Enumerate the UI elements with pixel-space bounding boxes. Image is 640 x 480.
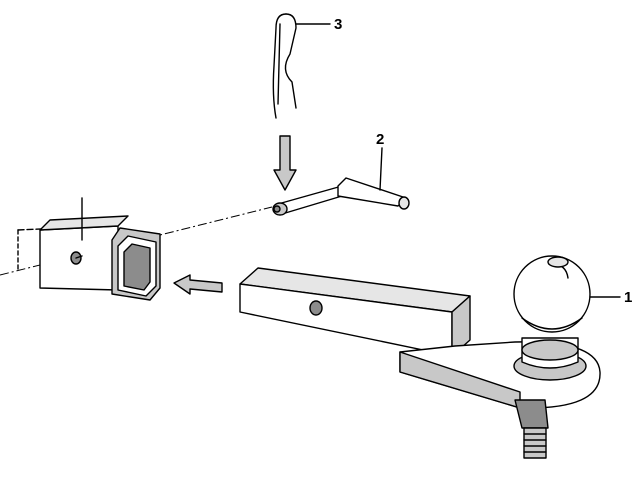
callout-1: 1 bbox=[624, 289, 632, 306]
callout-3: 3 bbox=[334, 16, 342, 33]
receiver-tube bbox=[17, 197, 161, 301]
ball-mount bbox=[239, 255, 621, 459]
hitch-pin bbox=[272, 147, 410, 216]
retaining-clip bbox=[272, 13, 331, 119]
arrow-left-icon bbox=[173, 274, 223, 295]
arrow-down-icon bbox=[273, 135, 297, 191]
callout-2: 2 bbox=[376, 131, 384, 148]
